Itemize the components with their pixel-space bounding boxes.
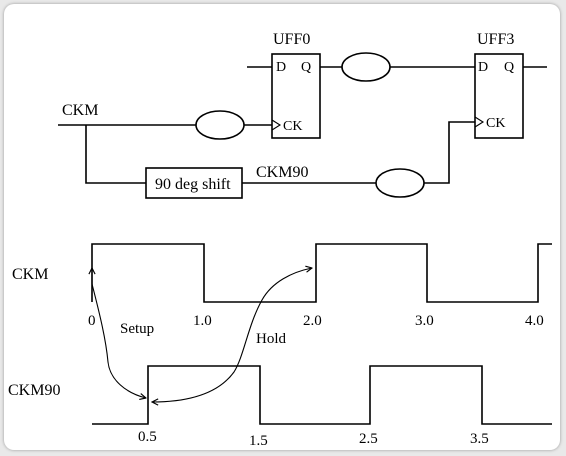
- uff3-clock-triangle-icon: [474, 116, 485, 128]
- timing-waveforms: CKM CKM90 0 1.0 2.0 3.0 4.0 0.5 1.5 2.5 …: [8, 243, 552, 449]
- flip-flop-uff3-name: UFF3: [477, 31, 514, 48]
- flip-flop-uff3: [474, 53, 524, 139]
- ckm90-tick-0: 0.5: [138, 429, 157, 445]
- uff0-q-pin: Q: [301, 60, 311, 75]
- setup-label: Setup: [120, 321, 154, 337]
- ckm90-net-label: CKM90: [256, 164, 308, 181]
- uff0-ck-pin: CK: [283, 119, 302, 134]
- phase-shift-label: 90 deg shift: [155, 176, 231, 193]
- uff3-ck-pin: CK: [486, 116, 505, 131]
- ckm-tick-0: 0: [88, 313, 96, 329]
- hold-arrow: [152, 268, 312, 402]
- ckm-branch-wire: [85, 125, 146, 184]
- ckm-tick-2: 2.0: [303, 313, 322, 329]
- ckm-waveform-label: CKM: [12, 266, 48, 283]
- uff3-q-pin: Q: [504, 60, 514, 75]
- ckm90-waveform-label: CKM90: [8, 382, 60, 399]
- uff0-clock-triangle-icon: [271, 119, 282, 131]
- ckm90-tick-1: 1.5: [249, 433, 268, 449]
- circuit-schematic: UFF0 D Q CK UFF3 D Q CK CKM 90 deg shift…: [58, 31, 547, 199]
- ckm90-tick-2: 2.5: [359, 431, 378, 447]
- hold-label: Hold: [256, 331, 287, 347]
- uff3-d-pin: D: [478, 60, 488, 75]
- data-path-delay-cell: [341, 52, 391, 82]
- ckm-waveform: [91, 243, 552, 303]
- ckm-tick-1: 1.0: [193, 313, 212, 329]
- ckm-net-label: CKM: [62, 102, 98, 119]
- setup-arrow: [92, 268, 146, 398]
- flip-flop-uff0: [271, 53, 321, 139]
- ckm-tick-4: 4.0: [525, 313, 544, 329]
- ckm90-waveform: [92, 365, 552, 425]
- flip-flop-uff0-name: UFF0: [273, 31, 310, 48]
- ckm90-tick-3: 3.5: [470, 431, 489, 447]
- ckm-tick-3: 3.0: [415, 313, 434, 329]
- ckm90-to-uff3-wire: [424, 121, 475, 184]
- ckm-clock-buffer: [195, 110, 245, 140]
- uff0-d-pin: D: [276, 60, 286, 75]
- ckm90-clock-buffer: [375, 168, 425, 198]
